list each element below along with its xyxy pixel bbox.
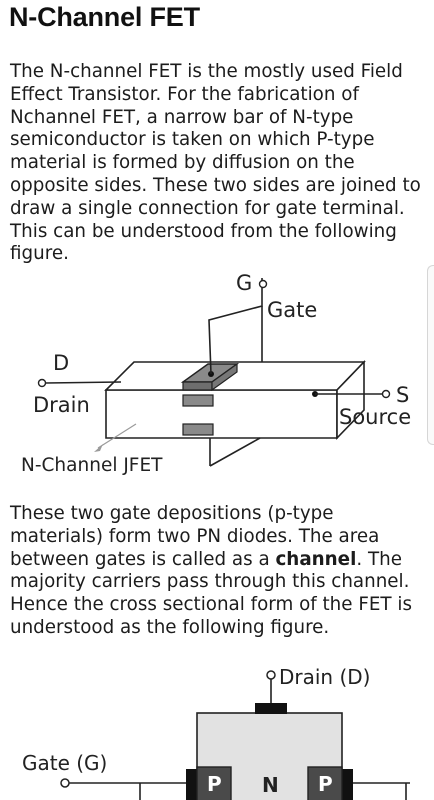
source-letter: S	[396, 383, 409, 407]
drain-label: Drain (D)	[279, 665, 370, 689]
intro-paragraph: The N-channel FET is the mostly used Fie…	[10, 61, 421, 265]
channel-term: channel	[275, 548, 357, 570]
source-label: Source	[339, 405, 411, 429]
gate-terminal	[60, 778, 70, 788]
n-channel-jfet-diagram: G Gate D Drain S Source N-Channel JFET	[21, 271, 411, 476]
right-gate-contact	[341, 769, 353, 800]
block-side-face	[336, 360, 365, 440]
gate-letter: G	[236, 271, 252, 295]
gate-label: Gate	[267, 298, 317, 322]
gate-label: Gate (G)	[22, 751, 107, 775]
page-title: N-Channel FET	[9, 2, 200, 32]
figure-caption: N-Channel JFET	[21, 455, 163, 476]
block-front-face	[105, 389, 338, 439]
left-gate-contact	[186, 769, 198, 800]
fet-cross-section-diagram: Drain (D) P N P Gate (G)	[22, 665, 410, 800]
gate-terminal	[258, 279, 268, 289]
front-gate-region-bottom	[182, 423, 214, 436]
front-gate-region-top	[182, 394, 214, 407]
channel-paragraph: These two gate depositions (p-type mater…	[10, 503, 428, 640]
n-label: N	[262, 773, 279, 797]
left-p-region	[196, 766, 232, 800]
channel-text-after: . The majority carriers pass through thi…	[10, 548, 412, 638]
p-right-label: P	[318, 772, 333, 796]
right-p-region	[307, 766, 343, 800]
drain-terminal	[266, 670, 276, 680]
drain-label: Drain	[33, 393, 90, 417]
scrollbar-handle[interactable]	[427, 265, 434, 445]
channel-text-before: These two gate depositions (p-type mater…	[10, 503, 380, 570]
p-left-label: P	[207, 772, 222, 796]
source-terminal	[381, 389, 391, 399]
drain-contact	[255, 703, 287, 714]
drain-terminal	[37, 378, 47, 388]
drain-letter: D	[53, 351, 69, 375]
